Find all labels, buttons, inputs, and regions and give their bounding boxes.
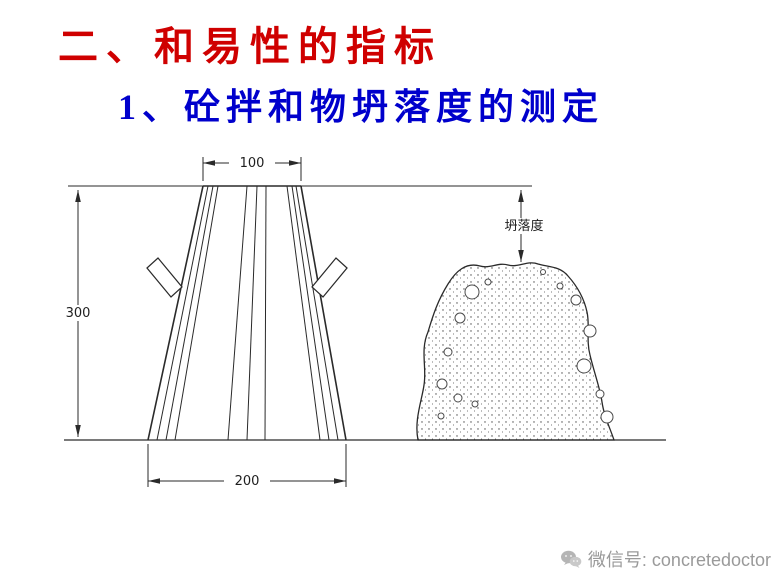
slide-subtitle: 1、砼拌和物坍落度的测定 [118,87,605,127]
watermark: 微信号: concretedoctor [560,546,771,572]
slump-dimension: 坍落度 [495,190,552,262]
right-handle [311,257,348,298]
watermark-text: 微信号: concretedoctor [587,550,771,570]
cone-handles [146,257,348,298]
left-handle [146,257,183,298]
dim-label-200: 200 [235,474,260,489]
dimension-bottom-width: 200 [147,444,347,489]
dimension-height: 300 [60,190,96,437]
aggregate-stones [436,269,614,424]
dim-label-100: 100 [240,156,265,171]
slide-title: 二、和易性的指标 [58,24,442,69]
dim-label-300: 300 [66,306,91,321]
slump-cone [147,185,347,441]
concrete-pile [416,262,615,441]
slump-label: 坍落度 [504,218,543,234]
dimension-top-width: 100 [202,155,302,181]
wechat-icon [560,550,582,568]
